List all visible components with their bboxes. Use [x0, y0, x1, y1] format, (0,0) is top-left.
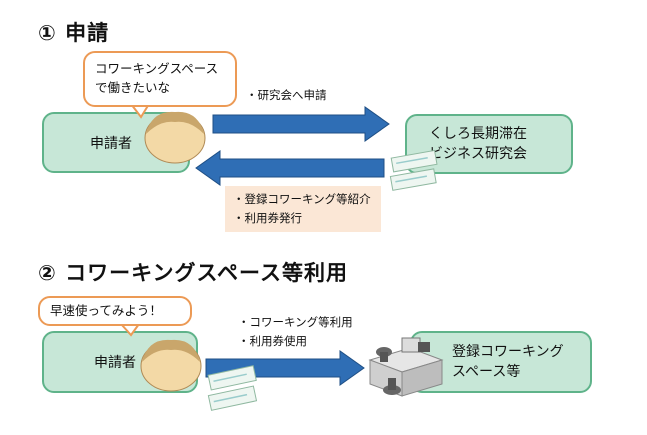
- org-label-line2: ビジネス研究会: [429, 146, 527, 162]
- applicant-label: 申請者: [90, 135, 132, 152]
- ticket-icon: [389, 149, 438, 191]
- bubble-tail-2: [120, 321, 140, 337]
- section1-heading: ① 申請: [38, 21, 110, 45]
- arrow2-line2: ・利用券使用: [238, 333, 307, 348]
- bubble-text: コワーキングスペースで働きたいな: [95, 61, 219, 96]
- applicant-label-2: 申請者: [94, 355, 136, 371]
- arrow-left-line1: ・登録コワーキング等紹介: [233, 192, 371, 206]
- speech-bubble-2: 早速使ってみよう！: [38, 296, 192, 326]
- section2-heading: ② コワーキングスペース等利用: [38, 261, 348, 285]
- ticket-icon-2: [207, 365, 258, 411]
- person-icon-2: [140, 339, 202, 392]
- person-icon: [144, 111, 206, 164]
- bubble-text-2: 早速使ってみよう！: [50, 303, 162, 318]
- arrow-left-line2: ・利用券発行: [233, 210, 302, 225]
- arrow-right-icon: [212, 106, 390, 142]
- arrow2-labels: ・コワーキング等利用 ・利用券使用: [238, 313, 353, 351]
- arrow-left-labels: ・登録コワーキング等紹介 ・利用券発行: [225, 186, 381, 232]
- speech-bubble: コワーキングスペースで働きたいな: [83, 51, 237, 107]
- dest-label-line1: 登録コワーキング: [452, 343, 564, 360]
- office-desk-icon: [368, 337, 444, 397]
- org-label-line1: くしろ長期滞在: [429, 125, 527, 142]
- arrow2-line1: ・コワーキング等利用: [238, 315, 353, 329]
- arrow-left-icon: [195, 150, 385, 186]
- dest-label-line2: スペース等: [452, 364, 521, 380]
- arrow-right-label: ・研究会へ申請: [246, 88, 327, 102]
